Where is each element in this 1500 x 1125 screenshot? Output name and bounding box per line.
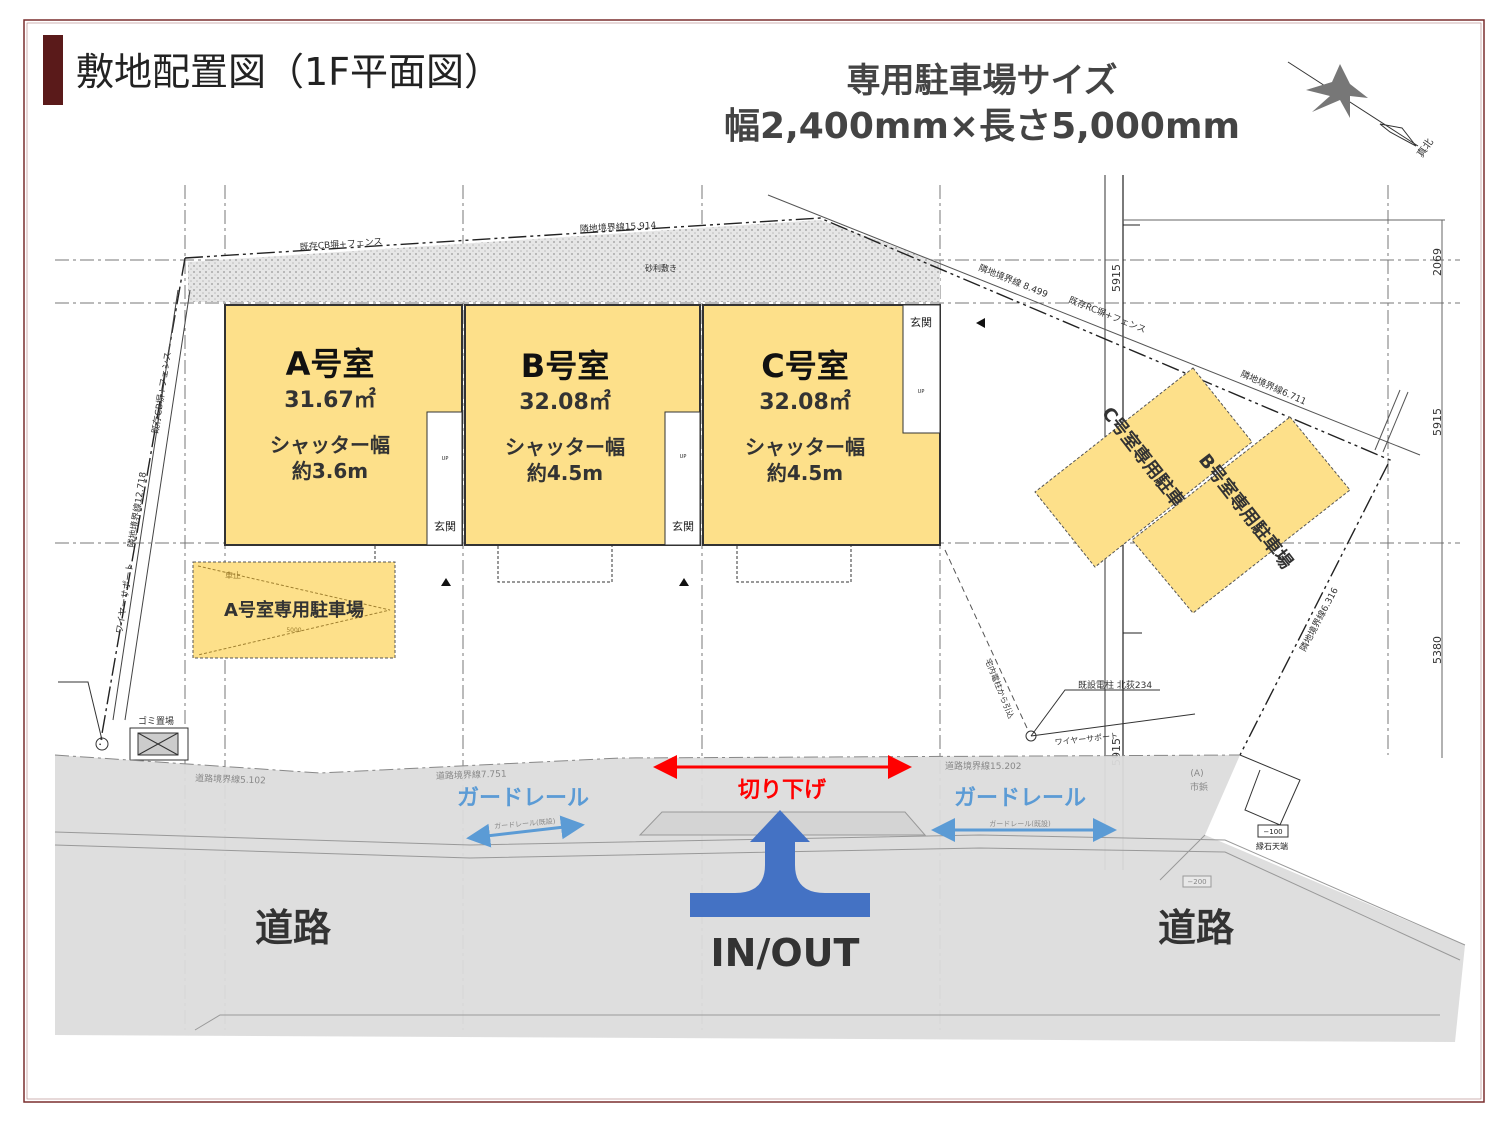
room-c-shutter-width: 約4.5m	[767, 461, 843, 485]
label-boundary-ne2: 隣地境界線6.711	[1239, 368, 1309, 408]
label-service-line: 宅内電柱から引込	[983, 657, 1016, 720]
marker-a: (A)	[1190, 769, 1203, 779]
page-frame	[23, 19, 1485, 1103]
compass-label: 真北	[1414, 136, 1436, 160]
title-accent-bar	[43, 35, 63, 105]
marker-city: 市鋲	[1190, 781, 1208, 793]
room-c: C号室 32.08㎡ シャッター幅 約4.5m 玄関 UP	[702, 304, 941, 546]
in-out-arrow-icon	[690, 810, 870, 917]
label-gravel: 砂利敷き	[645, 263, 677, 273]
label-boundary-ne1: 隣地境界線 8.499	[977, 262, 1050, 301]
site-boundary	[184, 217, 1391, 756]
label-utility-pole: 既設電柱 北荻234	[1078, 679, 1152, 691]
utility-pole-icon	[1025, 730, 1037, 742]
room-b-entrance: 玄関	[672, 519, 694, 533]
level-minus-200: −200	[1187, 878, 1206, 886]
road-boundary-1: 道路境界線5.102	[195, 772, 266, 786]
room-b-shutter-label: シャッター幅	[505, 435, 625, 459]
parking-size-dimensions: 幅2,400mm×長さ5,000mm	[724, 106, 1240, 147]
dimension-5915-top: 5915	[1110, 264, 1123, 292]
room-a-entrance: 玄関	[434, 519, 456, 533]
parking-a: 車止 A号室専用駐車場 5000	[192, 561, 396, 659]
road-label-left: 道路	[255, 906, 332, 950]
gravel-area	[188, 220, 940, 302]
room-c-entrance: 玄関	[910, 315, 932, 329]
guardrail-label-left: ガードレール	[457, 786, 589, 811]
guardrail-existing-right: ガードレール(既設)	[989, 819, 1051, 828]
room-b-name: B号室	[521, 347, 609, 385]
road-label-right: 道路	[1158, 906, 1235, 950]
room-a-area: 31.67㎡	[284, 387, 376, 413]
dimension-2069: 2069	[1431, 248, 1444, 276]
curb-cut-label: 切り下げ	[738, 778, 827, 803]
label-wire-support-west: ワイヤーサポート	[114, 562, 136, 634]
page-title: 敷地配置図（1F平面図）	[76, 50, 502, 94]
label-boundary-west: 隣地境界線12.718	[125, 471, 149, 549]
room-b-stairs: UP	[680, 454, 687, 460]
room-b-shutter-width: 約4.5m	[527, 461, 603, 485]
room-a-stairs: UP	[442, 456, 449, 462]
parking-b: B号室専用駐車場	[1131, 416, 1351, 614]
label-existing-rc-fence: 既存RC塀+フェンス	[1067, 294, 1148, 336]
room-b-area: 32.08㎡	[519, 389, 611, 415]
road-boundary-3: 道路境界線15.202	[945, 760, 1022, 772]
road-boundary-2: 道路境界線7.751	[436, 768, 507, 782]
in-out-label: IN/OUT	[711, 931, 860, 975]
room-a-shutter-width: 約3.6m	[292, 459, 368, 483]
parking-a-length: 5000	[286, 627, 301, 634]
label-boundary-east: 隣地境界線6.316	[1297, 585, 1341, 653]
room-b: B号室 32.08㎡ シャッター幅 約4.5m 玄関 UP	[464, 304, 701, 546]
dimension-5380: 5380	[1431, 636, 1444, 664]
room-a-shutter-label: シャッター幅	[270, 433, 390, 457]
room-a-name: A号室	[286, 345, 375, 383]
parking-a-label: A号室専用駐車場	[224, 599, 364, 621]
label-garbage: ゴミ置場	[138, 715, 174, 727]
guardrail-label-right: ガードレール	[954, 786, 1086, 811]
level-minus-100: −100	[1263, 828, 1282, 836]
parking-a-stopper: 車止	[225, 570, 241, 580]
curb-top-label: 縁石天端	[1256, 841, 1288, 851]
room-c-stairs: UP	[918, 389, 925, 395]
parking-size-heading: 専用駐車場サイズ	[847, 61, 1118, 101]
room-c-shutter-label: シャッター幅	[745, 435, 865, 459]
room-c-name: C号室	[761, 347, 849, 385]
room-a: A号室 31.67㎡ シャッター幅 約3.6m 玄関 UP	[224, 304, 463, 546]
north-compass-icon: 真北	[1287, 61, 1436, 160]
guardrail-arrow-left	[466, 815, 585, 848]
room-c-area: 32.08㎡	[759, 389, 851, 415]
label-wire-support: ワイヤーサポート	[1054, 731, 1118, 747]
dimension-5915-right: 5915	[1431, 408, 1444, 436]
